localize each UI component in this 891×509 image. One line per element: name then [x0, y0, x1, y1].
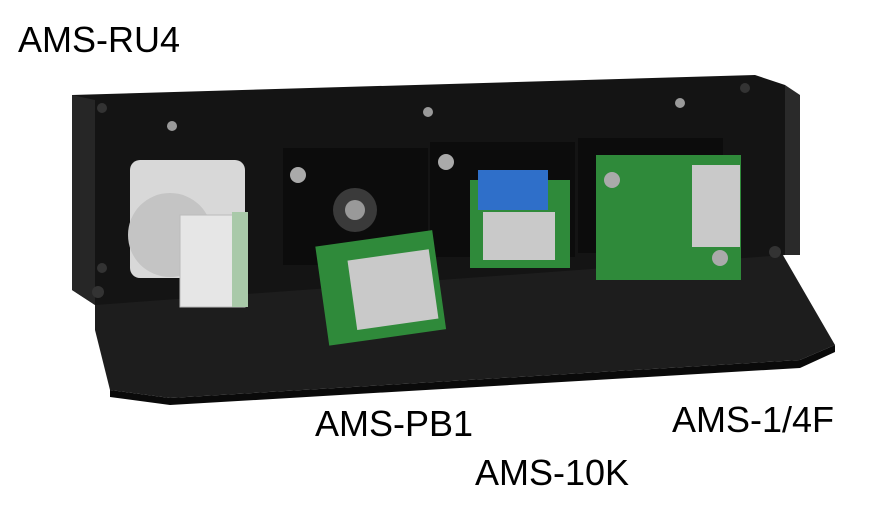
ams-pb1-terminals	[347, 249, 439, 330]
label-ams-pb1: AMS-PB1	[315, 403, 474, 444]
ams-14f-terminals	[692, 165, 740, 247]
panel-screws	[92, 83, 781, 298]
panel-side	[755, 75, 800, 255]
ams-10k-terminals	[483, 212, 555, 260]
base-plate-edge	[110, 345, 835, 405]
label-ams-14f: AMS-1/4F	[672, 399, 835, 440]
ams-10k-relay	[478, 170, 548, 210]
label-ams-ru4: AMS-RU4	[18, 19, 181, 60]
label-ams-10k: AMS-10K	[475, 452, 630, 493]
panel-left-edge	[72, 95, 95, 305]
